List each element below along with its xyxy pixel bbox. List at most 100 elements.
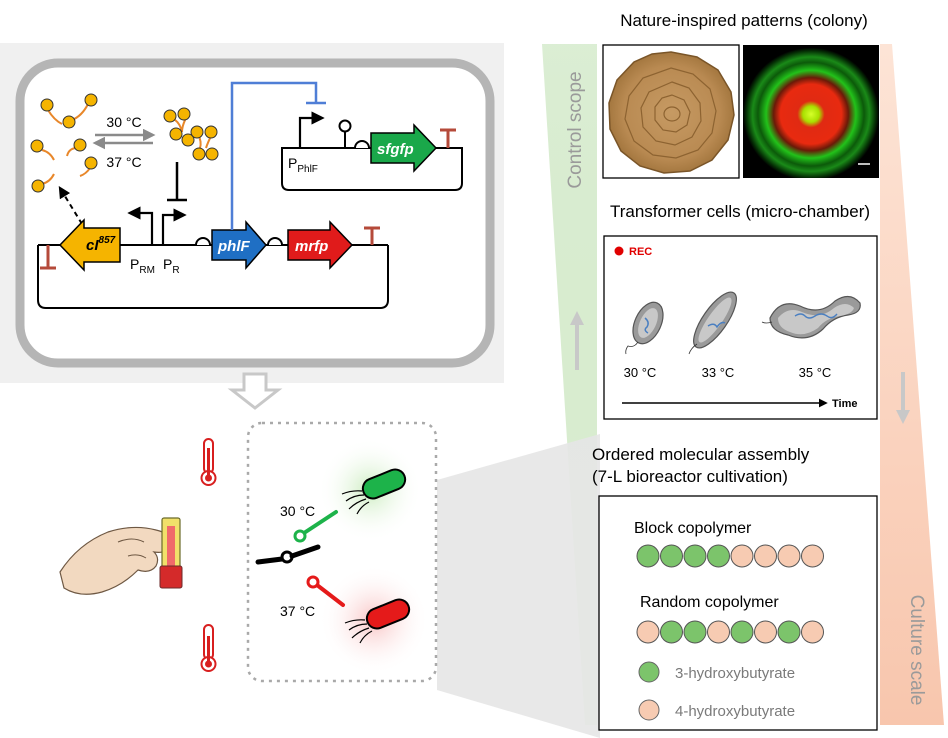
random-monomer-4hb (754, 620, 777, 644)
down-hollow-arrow-icon (227, 372, 283, 410)
cell-membrane (15, 58, 495, 368)
sfgfp-gene: sfgfp (370, 123, 438, 173)
cell-30c-icon (625, 301, 664, 355)
block-monomer-4hb (754, 544, 777, 568)
prm-subscript: RM (139, 265, 155, 276)
terminator-icon (364, 226, 380, 245)
svg-text:cI857: cI857 (86, 235, 116, 254)
pr-repression-icon (167, 162, 187, 202)
down-arrow-icon (896, 372, 910, 424)
transformer-temp-1: 30 °C (624, 365, 657, 380)
terminator-icon (440, 128, 456, 148)
transformer-title: Transformer cells (micro-chamber) (610, 202, 870, 221)
assembly-panel: Block copolymer Random copolymer 3-hydro… (598, 495, 878, 731)
block-monomer-3hb (660, 544, 683, 568)
ci857-gene: cI857 (58, 218, 121, 272)
pr-label: P (163, 256, 172, 272)
time-axis-label: Time (832, 398, 857, 410)
cell-33c-icon (688, 291, 737, 355)
mrfp-gene-label: mrfp (295, 238, 328, 255)
reporter-plasmid-backbone (281, 147, 463, 191)
promoter-pphlf: PPhlF (288, 111, 325, 175)
rbs-icon (267, 237, 283, 246)
red-cell-icon (344, 598, 411, 644)
block-copolymer-label: Block copolymer (634, 520, 752, 537)
svg-text:PR: PR (163, 256, 180, 276)
promoter-prm: PRM (127, 206, 155, 276)
svg-text:PRM: PRM (130, 256, 155, 276)
random-monomer-3hb (660, 620, 683, 644)
pphlf-subscript: PhlF (297, 164, 318, 175)
pr-subscript: R (172, 265, 179, 276)
pphlf-label: P (288, 155, 297, 171)
promoter-pr: PR (161, 208, 187, 276)
transformer-panel: REC 30 °C 33 °C 35 °C Time (603, 235, 878, 420)
legend-3hb-swatch (638, 661, 660, 683)
patterns-title: Nature-inspired patterns (colony) (620, 11, 868, 30)
legend-4hb-label: 4-hydroxybutyrate (675, 703, 795, 720)
switch-temp-green: 30 °C (280, 503, 315, 519)
transformer-temp-3: 35 °C (799, 365, 832, 380)
thermometer-icon (200, 624, 217, 672)
random-monomer-4hb (636, 620, 660, 644)
culture-scale-label: Culture scale (906, 595, 927, 706)
random-monomer-3hb (683, 620, 707, 644)
ci-monomer-icon (30, 139, 55, 161)
record-indicator (614, 246, 624, 256)
ci-dimer-icon (190, 125, 219, 161)
zoom-connector (437, 434, 600, 738)
svg-text:PPhlF: PPhlF (288, 155, 318, 175)
assembly-title-line1: Ordered molecular assembly (592, 445, 810, 464)
colony-fluorescence-image (743, 45, 879, 178)
block-copolymer-chain (636, 544, 824, 568)
terminator-icon (40, 245, 56, 270)
sfgfp-gene-label: sfgfp (377, 141, 414, 158)
thermometer-icon (200, 438, 217, 486)
cell-35c-icon (761, 295, 861, 339)
phlf-gene: phlF (211, 219, 267, 271)
random-monomer-4hb (707, 620, 730, 644)
random-monomer-3hb (730, 620, 754, 644)
block-monomer-3hb (683, 544, 707, 568)
insulator-icon (338, 119, 352, 148)
prm-label: P (130, 256, 139, 272)
assembly-title-line2: (7-L bioreactor cultivation) (592, 467, 788, 486)
ci-monomer-icon (31, 173, 55, 193)
rbs-icon (195, 237, 211, 246)
ci-repressor-molecules (30, 93, 219, 193)
ci-monomer-icon (62, 93, 98, 129)
legend-3hb-label: 3-hydroxybutyrate (675, 665, 795, 682)
block-monomer-3hb (707, 544, 730, 568)
block-monomer-4hb (777, 544, 801, 568)
random-monomer-3hb (777, 620, 801, 644)
random-monomer-4hb (801, 620, 824, 644)
rbs-icon (354, 140, 370, 149)
ci-monomer-icon (66, 138, 87, 157)
ci-gene-superscript: 857 (99, 235, 116, 246)
green-cell-icon (341, 468, 407, 515)
main-plasmid-backbone (37, 245, 389, 309)
ci-monomer-icon (79, 156, 98, 177)
switch-temp-red: 37 °C (280, 603, 315, 619)
ci-monomer-icon (40, 98, 63, 125)
phlf-gene-label: phlF (217, 238, 250, 255)
transformer-temp-2: 33 °C (702, 365, 735, 380)
ci-gene-label: cI (86, 237, 99, 254)
block-monomer-4hb (801, 544, 824, 568)
random-copolymer-chain (636, 620, 824, 644)
block-monomer-4hb (730, 544, 754, 568)
ci-dimer-icon (163, 107, 195, 147)
block-monomer-3hb (636, 544, 660, 568)
random-copolymer-label: Random copolymer (640, 594, 779, 611)
phlf-repression-line (230, 81, 326, 230)
mrfp-gene: mrfp (287, 220, 354, 270)
thermal-switch-icon (255, 510, 345, 607)
rec-label: REC (629, 246, 652, 258)
equilibrium-temp-high: 30 °C (106, 114, 141, 130)
hand-with-tube-icon (59, 517, 183, 595)
ci-expression-arrow (58, 185, 83, 225)
equilibrium-temp-low: 37 °C (106, 154, 141, 170)
up-arrow-icon (570, 311, 584, 370)
colony-tan-image (602, 44, 740, 179)
